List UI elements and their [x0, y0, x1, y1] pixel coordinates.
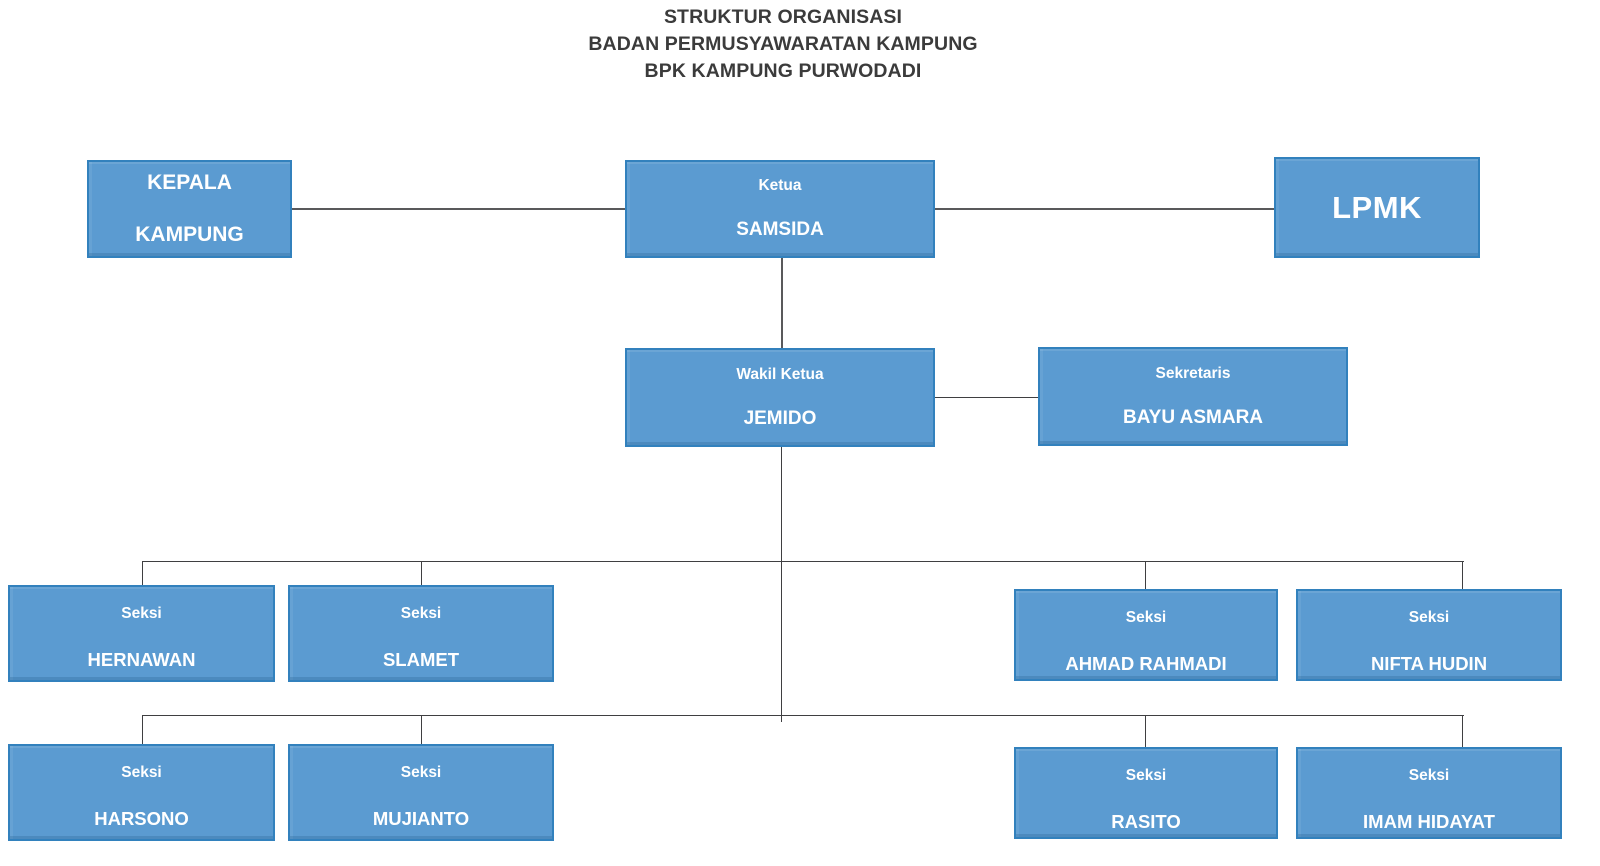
connector-kepala-to-ketua — [292, 208, 627, 210]
ketua-role-label: Ketua — [758, 177, 802, 194]
node-seksi-slamet[interactable]: Seksi SLAMET — [288, 585, 554, 682]
wakil-ketua-person-name: JEMIDO — [743, 407, 817, 429]
node-seksi-harsono[interactable]: Seksi HARSONO — [8, 744, 275, 841]
seksi-nifta-hudin-person-name: NIFTA HUDIN — [1370, 653, 1488, 674]
sekretaris-role-label: Sekretaris — [1155, 364, 1231, 382]
connector-ketua-to-lpmk — [933, 208, 1276, 210]
seksi-harsono-person-name: HARSONO — [94, 808, 189, 829]
connector-bus-row3 — [142, 561, 1464, 562]
title-line-1: STRUKTUR ORGANISASI — [663, 6, 903, 28]
seksi-ahmad-rahmadi-person-name: AHMAD RAHMADI — [1065, 653, 1227, 674]
node-seksi-ahmad-rahmadi[interactable]: Seksi AHMAD RAHMADI — [1014, 589, 1278, 681]
title-line-3: BPK KAMPUNG PURWODADI — [644, 60, 922, 82]
wakil-ketua-role-label: Wakil Ketua — [736, 365, 824, 383]
node-ketua[interactable]: Ketua SAMSIDA — [625, 160, 935, 258]
connector-wakil-to-sekretaris — [933, 397, 1040, 398]
kepala-kampung-line-2: KAMPUNG — [135, 223, 244, 246]
ketua-person-name: SAMSIDA — [736, 219, 824, 240]
node-lpmk[interactable]: LPMK — [1274, 157, 1480, 258]
seksi-mujianto-role-label: Seksi — [400, 764, 442, 781]
connector-trunk-upper — [781, 445, 782, 563]
kepala-kampung-line-1: KEPALA — [147, 171, 232, 194]
seksi-slamet-person-name: SLAMET — [382, 649, 460, 670]
seksi-rasito-person-name: RASITO — [1111, 811, 1181, 832]
node-seksi-hernawan[interactable]: Seksi HERNAWAN — [8, 585, 275, 682]
title-line-2: BADAN PERMUSYAWARATAN KAMPUNG — [588, 33, 978, 55]
node-kepala-kampung[interactable]: KEPALA KAMPUNG — [87, 160, 292, 258]
seksi-slamet-role-label: Seksi — [400, 605, 442, 622]
connector-drop-hernawan — [142, 561, 143, 587]
node-seksi-nifta-hudin[interactable]: Seksi NIFTA HUDIN — [1296, 589, 1562, 681]
lpmk-label: LPMK — [1332, 189, 1422, 225]
node-seksi-rasito[interactable]: Seksi RASITO — [1014, 747, 1278, 839]
seksi-rasito-role-label: Seksi — [1125, 767, 1167, 784]
connector-drop-ahmad-rahmadi — [1145, 561, 1146, 591]
node-sekretaris[interactable]: Sekretaris BAYU ASMARA — [1038, 347, 1348, 446]
connector-drop-mujianto — [421, 715, 422, 745]
connector-drop-slamet — [421, 561, 422, 587]
connector-drop-rasito — [1145, 715, 1146, 748]
connector-drop-imam-hidayat — [1462, 715, 1463, 748]
sekretaris-person-name: BAYU ASMARA — [1122, 406, 1264, 428]
node-seksi-mujianto[interactable]: Seksi MUJIANTO — [288, 744, 554, 841]
seksi-hernawan-person-name: HERNAWAN — [87, 649, 196, 670]
chart-title: STRUKTUR ORGANISASI BADAN PERMUSYAWARATA… — [0, 4, 1566, 85]
node-wakil-ketua[interactable]: Wakil Ketua JEMIDO — [625, 348, 935, 447]
seksi-hernawan-role-label: Seksi — [121, 605, 162, 622]
seksi-ahmad-rahmadi-role-label: Seksi — [1125, 609, 1167, 626]
connector-bus-row4 — [142, 715, 1464, 716]
connector-drop-nifta-hudin — [1462, 561, 1463, 591]
seksi-nifta-hudin-role-label: Seksi — [1408, 609, 1450, 626]
connector-trunk-lower — [781, 561, 782, 722]
node-seksi-imam-hidayat[interactable]: Seksi IMAM HIDAYAT — [1296, 747, 1562, 839]
seksi-imam-hidayat-person-name: IMAM HIDAYAT — [1363, 811, 1495, 832]
seksi-harsono-role-label: Seksi — [121, 764, 162, 781]
seksi-mujianto-person-name: MUJIANTO — [372, 808, 470, 829]
connector-ketua-to-wakil — [781, 256, 783, 350]
connector-drop-harsono — [142, 715, 143, 745]
seksi-imam-hidayat-role-label: Seksi — [1408, 767, 1450, 784]
